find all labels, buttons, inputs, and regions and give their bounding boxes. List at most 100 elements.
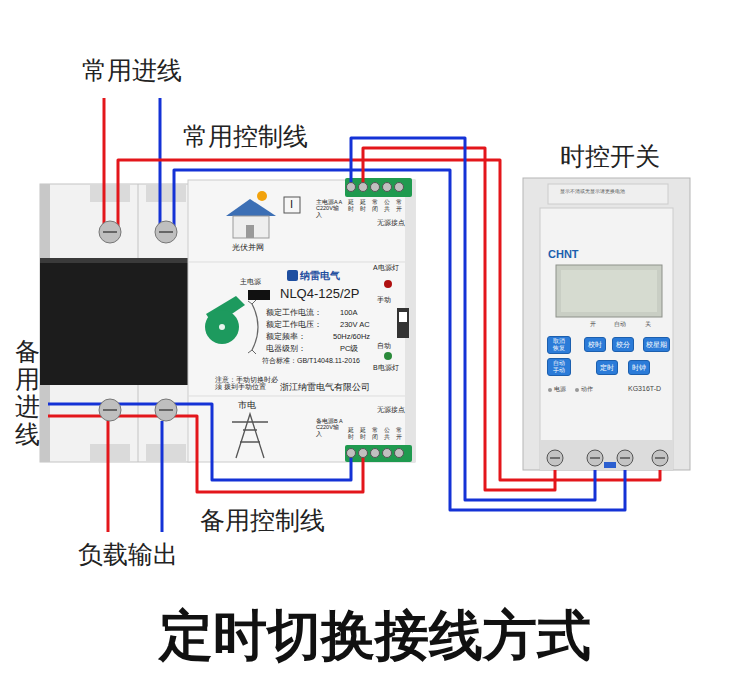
- timer-button: 时钟: [628, 360, 650, 375]
- nameplate-text: 100A: [340, 309, 358, 318]
- callout-label: 常用控制线: [183, 122, 308, 151]
- breaker-band: [40, 258, 190, 385]
- status-led: [575, 388, 579, 392]
- nameplate-text: 额定工作电压：: [266, 321, 322, 330]
- sun-icon: [257, 191, 267, 201]
- terminal-marker: [604, 462, 616, 468]
- terminal-label: 常闭: [372, 199, 378, 212]
- nameplate-text: B电源灯: [373, 364, 399, 372]
- wire-stub: [117, 176, 120, 228]
- timer-terminal-base: [540, 440, 673, 470]
- rotary-knob: [205, 310, 239, 344]
- button-label: 自动 手动: [553, 360, 566, 373]
- pole-opening: [146, 444, 186, 462]
- knob-center: [219, 324, 225, 330]
- nameplate-text: 主电源: [240, 278, 261, 286]
- terminal-label: 无源接点: [377, 406, 405, 414]
- nameplate-text: 50Hz/60Hz: [333, 333, 370, 342]
- button-label: 定时: [600, 364, 614, 371]
- terminal-screw: [359, 183, 368, 192]
- timer-text: CHNT: [548, 248, 579, 261]
- diagram-title: 定时切换接线方式: [0, 604, 750, 666]
- breaker-band-edge: [40, 258, 190, 263]
- load-line-wire: [107, 421, 110, 532]
- terminal-label: 延时: [348, 199, 354, 212]
- module-divider: [188, 262, 405, 263]
- timer-button: 定时: [596, 360, 618, 375]
- backup-line-wire: [48, 416, 363, 492]
- nameplate-text: 230V AC: [340, 321, 370, 330]
- button-label: 校时: [588, 341, 602, 348]
- terminal-label: 常开: [396, 427, 402, 440]
- callout-label: 时控开关: [560, 142, 660, 171]
- terminal-label: 备电源B AC220V输入: [316, 418, 344, 437]
- callout-label: 常用进线: [82, 56, 182, 85]
- screw-slot: [590, 457, 600, 459]
- pole-divider: [138, 184, 139, 258]
- terminal-label: 主电源A AC220V输入: [316, 199, 344, 218]
- timer-switch: 显示不清或无显示请更换电池CHNT开自动关电源动作KG316T-D取消 恢复校时…: [523, 178, 690, 470]
- mode-switch: [397, 308, 409, 338]
- nameplate-text: 符合标准：GB/T14048.11-2016: [262, 357, 360, 365]
- timer-button: 自动 手动: [547, 358, 571, 376]
- button-label: 时钟: [632, 364, 646, 371]
- terminal-screw: [347, 183, 356, 192]
- timer-text: 动作: [581, 386, 593, 392]
- load-neutral-wire: [161, 421, 164, 532]
- terminal-screw: [617, 450, 633, 466]
- terminal-label: 公共: [384, 199, 390, 212]
- pole-opening: [90, 184, 130, 202]
- mains-line-wire: [103, 98, 106, 228]
- terminal-label: 延时: [360, 199, 366, 212]
- nameplate-text: 光伏并网: [232, 244, 264, 253]
- terminal-label: 延时: [360, 427, 366, 440]
- screw-slot: [655, 457, 665, 459]
- timer-button: 校时: [584, 337, 606, 352]
- screw-slot: [159, 409, 173, 411]
- control-wire: [363, 148, 555, 490]
- terminal-block: 无源接点备电源B AC220V输入延时延时常闭公共常开: [315, 404, 412, 462]
- terminal-label: 延时: [348, 427, 354, 440]
- screw-slot: [620, 457, 630, 459]
- pole-opening: [146, 184, 186, 202]
- callout-label: 负载输出: [78, 540, 178, 569]
- nameplate-text: A电源灯: [373, 264, 399, 272]
- screw-slot: [103, 231, 117, 233]
- nameplate-text: 额定工作电流：: [266, 309, 322, 318]
- terminal-label: 常开: [396, 199, 402, 212]
- terminal-block: 主电源A AC220V输入延时延时常闭公共常开无源接点: [315, 176, 412, 232]
- terminal-screw: [652, 450, 668, 466]
- terminal-strip: [345, 178, 412, 197]
- button-label: 校星期: [646, 341, 667, 348]
- solar-roof: [226, 199, 276, 216]
- lcd-display: [556, 265, 662, 317]
- timer-button: 取消 恢复: [547, 336, 571, 354]
- timer-top-cover: [548, 184, 668, 204]
- nameplate-text: 市电: [238, 400, 256, 410]
- pole-divider: [138, 385, 139, 462]
- timer-button: 校分: [612, 337, 634, 352]
- nameplate-text: 自动: [377, 342, 391, 350]
- terminal-screw: [395, 183, 404, 192]
- terminal-label: 常闭: [372, 427, 378, 440]
- terminal-screw: [383, 449, 392, 458]
- terminal-screw: [155, 399, 177, 421]
- timer-text: 电源: [554, 386, 566, 392]
- timer-text: 显示不清或无显示请更换电池: [560, 189, 625, 195]
- pole-opening: [90, 444, 130, 462]
- timer-text: KG316T-D: [628, 385, 661, 393]
- nameplate-text: PC级: [340, 345, 358, 354]
- pylon-icon: [232, 414, 268, 458]
- screw-slot: [103, 409, 117, 411]
- mode-switch-lever: [399, 312, 407, 322]
- lcd-screen: [561, 270, 657, 312]
- terminal-label: 公共: [384, 427, 390, 440]
- nameplate-text: NLQ4-125/2P: [280, 287, 360, 302]
- terminal-screw: [383, 183, 392, 192]
- nameplate-text: 注意：手动切换时必须 拨到手动位置: [215, 376, 283, 391]
- timer-front-panel: [540, 208, 673, 470]
- nameplate-text: 电器级别：: [266, 345, 306, 354]
- terminal-screw: [587, 450, 603, 466]
